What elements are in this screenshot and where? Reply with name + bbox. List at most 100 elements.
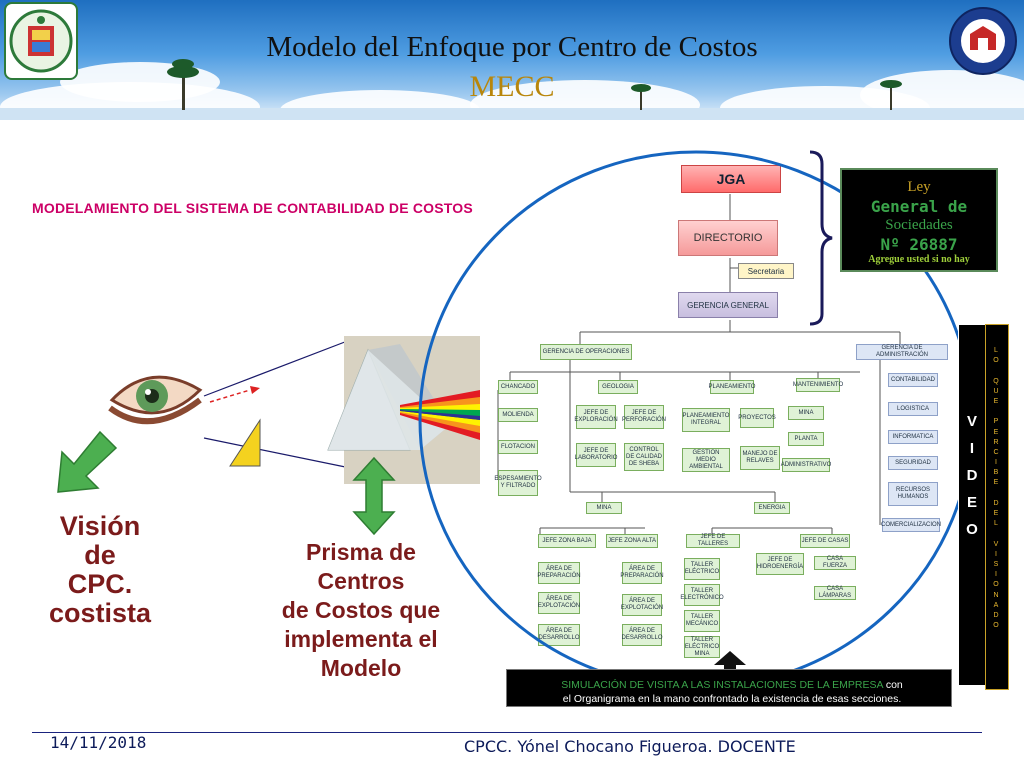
percibe-letter: L	[994, 520, 998, 528]
video-letter: I	[969, 440, 975, 457]
org-jga: JGA	[681, 165, 781, 193]
video-column	[958, 324, 988, 686]
percibe-letter: O	[993, 622, 999, 630]
ley-line: Sociedades	[885, 217, 953, 233]
percibe-letter: I	[995, 459, 997, 467]
footer-divider	[32, 732, 982, 733]
vision-text: Visión de CPC. costista	[20, 512, 180, 628]
simulation-green-text: SIMULACIÓN DE VISITA A LAS INSTALACIONES…	[561, 679, 883, 691]
org-manejo-relaves: MANEJO DE RELAVES	[740, 446, 780, 470]
org-casa-lamparas: CASA LÁMPARAS	[814, 586, 856, 600]
footer-author: CPCC. Yónel Chocano Figueroa. DOCENTE	[464, 737, 796, 756]
prisma-line: de Costos que	[281, 597, 441, 623]
org-area-preparacion-baja: ÁREA DE PREPARACIÓN	[537, 562, 581, 584]
org-taller-electrico: TALLER ELÉCTRICO	[684, 558, 720, 580]
org-flotacion: FLOTACION	[498, 440, 538, 454]
percibe-letter: O	[993, 357, 999, 365]
vision-line: CPC.	[67, 569, 133, 599]
org-casa-fuerza: CASA FUERZA	[814, 556, 856, 570]
university-logo	[4, 2, 78, 80]
ley-line: Ley	[907, 179, 931, 195]
vision-line: de	[84, 540, 116, 570]
org-seguridad: SEGURIDAD	[888, 456, 938, 470]
percibe-letter: P	[993, 418, 999, 426]
page-subtitle: MECC	[469, 70, 555, 103]
org-control-calidad: CONTROL DE CALIDAD DE SHEBA	[624, 443, 664, 471]
percibe-letter: S	[993, 560, 999, 568]
percibe-letter: B	[993, 469, 999, 477]
video-letter: E	[966, 494, 977, 511]
org-recursos-humanos: RECURSOS HUMANOS	[888, 482, 938, 506]
percibe-letter: E	[993, 510, 999, 517]
ley-line: Agregue usted si no hay	[868, 254, 970, 265]
percibe-letter: D	[993, 499, 999, 507]
simulation-box: SIMULACIÓN DE VISITA A LAS INSTALACIONES…	[506, 669, 952, 707]
video-letter: D	[966, 467, 978, 484]
video-letter: O	[966, 521, 978, 538]
org-logistica: LOGISTICA	[888, 402, 938, 416]
video-letter: V	[966, 413, 977, 430]
percibe-letter: C	[993, 448, 999, 456]
footer-date: 14/11/2018	[50, 733, 147, 752]
org-area-explotacion-alta: ÁREA DE EXPLOTACIÓN	[621, 594, 663, 616]
org-molienda: MOLIENDA	[498, 408, 538, 422]
org-mantenimiento: MANTENIMIENTO	[793, 378, 843, 392]
org-jefe-hidroenergia: JEFE DE HIDROENERGÍA	[756, 553, 804, 575]
ley-box: Ley General de Sociedades Nº 26887 Agreg…	[840, 168, 998, 272]
org-gerencia-general: GERENCIA GENERAL	[678, 292, 778, 318]
percibe-letter: N	[993, 591, 999, 599]
org-administrativo: ADMINISTRATIVO	[781, 458, 831, 472]
org-gerencia-operaciones: GERENCIA DE OPERACIONES	[540, 344, 632, 360]
org-energia: ENERGIA	[754, 502, 790, 514]
simulation-white-text: con	[882, 679, 903, 691]
prisma-line: implementa el	[284, 626, 438, 652]
vision-line: Visión	[59, 511, 141, 541]
org-jefe-laboratorio: JEFE DE LABORATORIO	[575, 443, 617, 467]
org-taller-electronico: TALLER ELECTRÓNICO	[680, 584, 724, 606]
eye-icon	[108, 375, 203, 425]
org-planeamiento-integral: PLANEAMIENTO INTEGRAL	[682, 408, 730, 432]
org-chancado: CHANCADO	[498, 380, 538, 394]
org-area-desarrollo-alta: ÁREA DE DESARROLLO	[622, 624, 663, 646]
org-chart-connectors	[497, 194, 901, 536]
org-informatica: INFORMATICA	[888, 430, 938, 444]
org-geologia: GEOLOGIA	[598, 380, 638, 394]
eye-prism-illustration	[108, 336, 480, 484]
org-planta: PLANTA	[788, 432, 824, 446]
prisma-text: Prisma de Centros de Costos que implemen…	[246, 538, 476, 683]
page-title: Modelo del Enfoque por Centro de Costos	[266, 31, 758, 63]
percibe-letter: E	[993, 428, 999, 436]
org-gerencia-administracion: GERENCIA DE ADMINISTRACIÓN	[856, 344, 948, 360]
org-proyectos: PROYECTOS	[738, 408, 776, 428]
org-planeamiento: PLANEAMIENTO	[709, 380, 755, 394]
org-contabilidad: CONTABILIDAD	[888, 373, 938, 387]
org-mina: MINA	[586, 502, 622, 514]
org-area-desarrollo-baja: ÁREA DE DESARROLLO	[538, 624, 580, 646]
percibe-letter: V	[993, 540, 999, 548]
faculty-seal-icon	[949, 7, 1017, 75]
org-mantenimiento-mina: MINA	[788, 406, 824, 420]
percibe-letter: R	[993, 438, 999, 446]
up-arrow-icon	[714, 651, 746, 673]
org-comercializacion: COMERCIALIZACION	[881, 518, 941, 532]
percibe-letter: E	[993, 397, 999, 405]
percibe-letter: O	[993, 581, 999, 589]
org-espesamiento: ESPESAMIENTO Y FILTRADO	[494, 470, 542, 496]
green-double-arrow-icon	[352, 456, 396, 536]
percibe-column	[985, 324, 1009, 690]
org-jefe-casas: JEFE DE CASAS	[800, 534, 850, 548]
org-secretaria: Secretaria	[738, 263, 794, 279]
org-gestion-medio: GESTION MEDIO AMBIENTAL	[682, 448, 730, 472]
percibe-letter: D	[993, 611, 999, 619]
percibe-letter: I	[995, 571, 997, 579]
percibe-letter: E	[993, 479, 999, 487]
prisma-line: Modelo	[320, 655, 402, 681]
org-jefe-exploracion: JEFE DE EXPLORACIÓN	[574, 405, 618, 429]
org-taller-electrico-mina: TALLER ELÉCTRICO MINA	[684, 636, 720, 658]
prisma-line: Prisma de	[306, 539, 416, 565]
org-jefe-perforacion: JEFE DE PERFORACIÓN	[622, 405, 666, 429]
org-jefe-talleres: JEFE DE TALLERES	[686, 534, 740, 548]
org-jefe-zona-alta: JEFE ZONA ALTA	[606, 534, 658, 548]
university-seal-icon	[9, 9, 73, 73]
